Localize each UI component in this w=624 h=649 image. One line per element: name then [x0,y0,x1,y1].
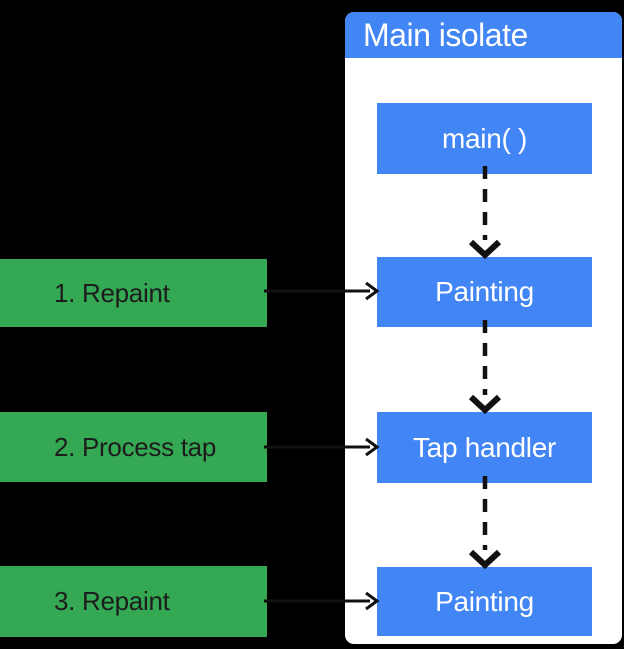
node-label: Tap handler [412,431,557,463]
step-label-text: 2. Process tap [54,431,216,462]
node-label: Painting [435,585,534,617]
step-label-3-repaint: 3. Repaint [0,566,267,637]
panel-title: Main isolate [363,16,528,53]
node-tap-handler: Tap handler [377,412,592,483]
step-label-1-repaint: 1. Repaint [0,259,267,327]
panel-header: Main isolate [345,12,622,58]
node-painting-1: Painting [377,257,592,327]
node-main: main( ) [377,103,592,174]
step-label-text: 3. Repaint [54,586,170,616]
node-painting-2: Painting [377,567,592,636]
step-label-text: 1. Repaint [54,277,170,308]
node-label: Painting [435,276,534,307]
node-label: main( ) [441,122,528,154]
main-isolate-panel: Main isolate main( ) Painting Tap handle… [345,12,622,644]
step-label-2-process-tap: 2. Process tap [0,412,267,482]
